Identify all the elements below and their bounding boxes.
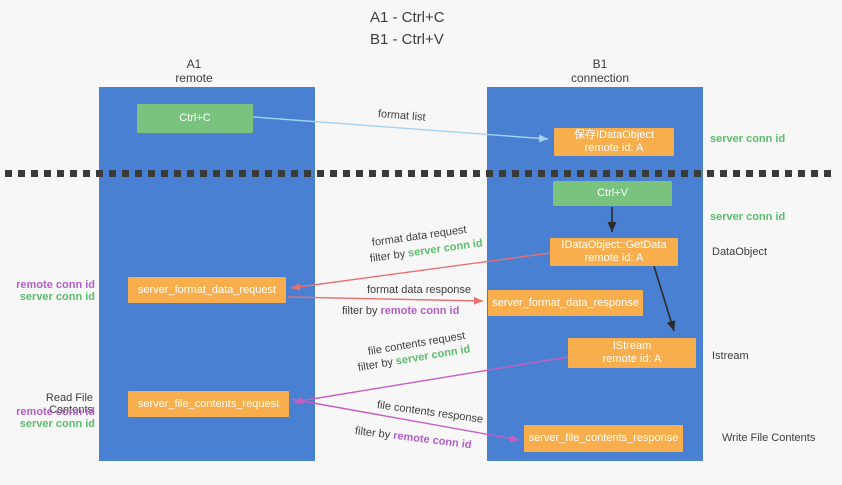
lifeline-header-a1: A1 remote [134, 57, 254, 85]
server-conn-id-label-mid: server conn id [710, 211, 786, 223]
getdata-line2: remote id: A [584, 252, 644, 264]
lifeline-a1-role: remote [175, 71, 213, 85]
save-dataobject-box: 保存IDataObject remote id: A [554, 128, 674, 156]
file-request-conn-ids: remote conn id server conn id [0, 406, 95, 430]
save-dataobject-line2: remote id: A [584, 142, 644, 154]
title-line-2: B1 - Ctrl+V [370, 31, 444, 48]
format-data-response-label: format data response [367, 284, 471, 296]
server-file-contents-response-box: server_file_contents_response [524, 425, 683, 452]
filter-by-text: filter by [369, 248, 406, 265]
remote-conn-id-text: remote conn id [392, 429, 473, 452]
filter-by-text: filter by [357, 356, 394, 374]
lifeline-header-b1: B1 connection [540, 57, 660, 85]
getdata-box: IDataObject::GetData remote id: A [550, 238, 678, 266]
server-format-data-request-box: server_format_data_request [128, 277, 286, 303]
remote-conn-id-text: remote conn id [380, 305, 460, 317]
title-line-1: A1 - Ctrl+C [370, 9, 445, 26]
ctrl-c-box: Ctrl+C [137, 104, 253, 133]
remote-conn-id-label-mid: remote conn id [16, 279, 95, 291]
save-dataobject-line1: 保存IDataObject [573, 129, 655, 141]
filter-by-text: filter by [354, 425, 391, 442]
lifeline-b1-name: B1 [592, 57, 608, 71]
lifeline-b1-role: connection [570, 71, 630, 85]
server-conn-id-label-mid-left: server conn id [19, 291, 95, 303]
istream-side-label: Istream [712, 350, 749, 362]
server-format-data-response-box: server_format_data_response [488, 290, 643, 316]
file-contents-response-label: file contents response [376, 399, 484, 426]
getdata-line1: IDataObject::GetData [561, 239, 667, 251]
format-request-conn-ids: remote conn id server conn id [0, 279, 95, 303]
istream-box: IStream remote id: A [568, 338, 696, 368]
istream-line2: remote id: A [602, 353, 662, 365]
read-file-contents-label: Read File Contents [45, 392, 93, 416]
diagram-title: A1 - Ctrl+C B1 - Ctrl+V [370, 7, 445, 51]
write-file-contents-label: Write File Contents [722, 432, 816, 444]
separator-dotted-line [5, 170, 837, 177]
istream-line1: IStream [612, 340, 652, 352]
server-file-contents-request-box: server_file_contents_request [128, 391, 289, 417]
format-list-label: format list [377, 108, 427, 124]
lifeline-a1-name: A1 [186, 57, 202, 71]
server-conn-id-label-top: server conn id [710, 133, 786, 145]
filter-by-text: filter by [342, 305, 378, 317]
ctrl-v-box: Ctrl+V [553, 181, 672, 206]
server-conn-id-label-bottom: server conn id [19, 418, 95, 430]
format-data-response-arrow [287, 296, 484, 305]
remote-conn-id-label-bottom: remote conn id [16, 406, 95, 418]
dataobject-label: DataObject [712, 246, 768, 258]
